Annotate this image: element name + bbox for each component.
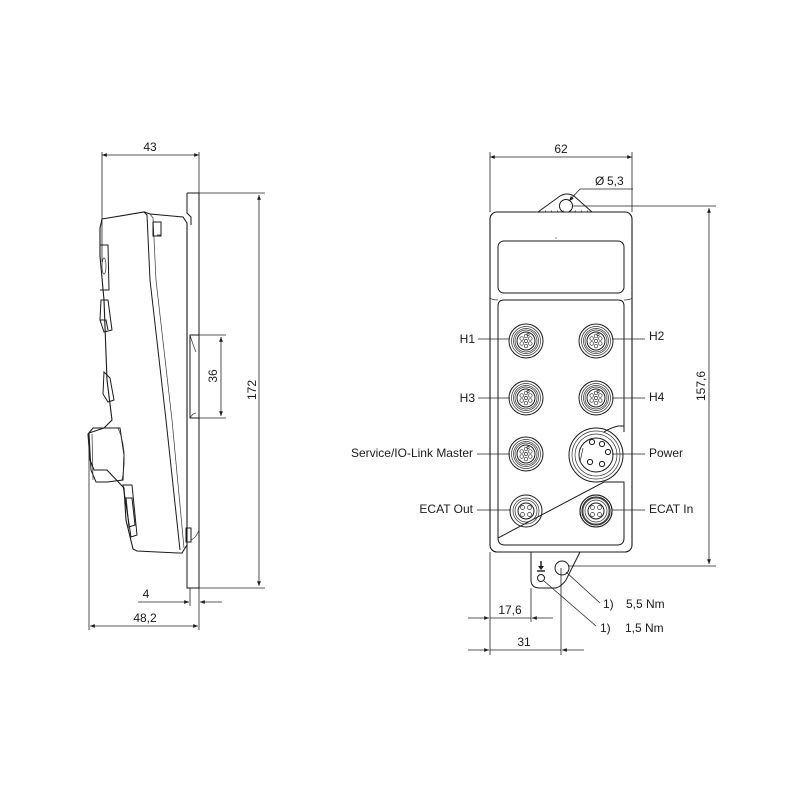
side-connector-h-top: [100, 244, 110, 291]
side-connector-h-mid1: [99, 299, 113, 333]
connector-power: [568, 427, 624, 483]
torque-value-mounting: 5,5 Nm: [626, 597, 665, 611]
mounting-flange: [186, 192, 200, 589]
label-ecat-out: ECAT Out: [419, 502, 473, 516]
label-h1: H1: [460, 332, 476, 346]
housing-front: [489, 211, 633, 553]
dim-hole-diameter-symbol: Ø: [595, 174, 604, 188]
dim-side-flange: 4: [143, 587, 150, 601]
dim-front-width: 62: [554, 142, 568, 156]
mounting-slot: [189, 334, 199, 419]
dim-side-height: 172: [245, 380, 259, 400]
label-h4: H4: [649, 390, 665, 404]
side-connector-h-mid2: [102, 370, 115, 403]
ground-icon: [537, 561, 545, 572]
label-ecat-in: ECAT In: [649, 502, 693, 516]
bottom-mounting-ear: [530, 551, 581, 589]
connector-ecat-in: [579, 494, 613, 528]
label-h3: H3: [460, 391, 476, 405]
top-mounting-ear: [537, 193, 593, 213]
torque-value-ground: 1,5 Nm: [625, 621, 664, 635]
bottom-mounting-hole: [554, 560, 570, 576]
dim-hole-offset: 31: [517, 635, 531, 649]
top-mounting-hole: [559, 199, 573, 213]
ground-screw-hole: [537, 574, 545, 582]
label-service-io-link-master: Service/IO-Link Master: [351, 446, 473, 460]
housing-side-outline: [87, 211, 188, 554]
dim-side-slot: 36: [206, 369, 220, 383]
torque-ref-1: 1): [603, 597, 614, 611]
label-window: [497, 240, 625, 294]
label-h2: H2: [649, 329, 665, 343]
dim-ground-offset: 17,6: [498, 603, 522, 617]
label-power: Power: [649, 446, 683, 460]
dim-hole-diameter: 5,3: [607, 174, 624, 188]
dim-hole-spacing: 157,6: [694, 371, 708, 401]
dim-side-width-top: 43: [143, 140, 157, 154]
side-view: 43 172 36 4 48,2: [87, 140, 265, 630]
front-view: H1 H2 H3 H4 Service/IO-Link Master Power…: [351, 142, 716, 655]
torque-ref-2: 1): [600, 621, 611, 635]
dim-side-width-bottom: 48,2: [133, 611, 157, 625]
connector-panel: [497, 299, 625, 546]
